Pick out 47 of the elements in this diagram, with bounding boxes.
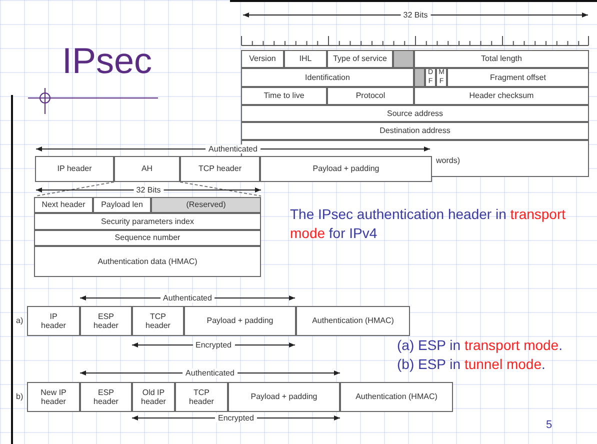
range-label: Authenticated xyxy=(182,368,238,378)
figure-caption: The IPsec authentication header in transport mode for IPv4 xyxy=(290,205,567,243)
packet-field: Total length xyxy=(414,50,589,68)
range-label: Authenticated xyxy=(206,144,260,154)
page-number: 5 xyxy=(546,419,552,431)
packet-field: Protocol xyxy=(327,87,414,105)
packet-field: (Reserved) xyxy=(151,197,261,213)
packet-field: Sequence number xyxy=(34,230,261,246)
packet-field: ESP header xyxy=(80,382,132,412)
packet-field: Destination address xyxy=(241,122,589,140)
packet-field: Type of service xyxy=(327,50,393,68)
packet-field: Version xyxy=(241,50,284,68)
packet-field: Security parameters index xyxy=(34,213,261,230)
packet-field: Authentication data (HMAC) xyxy=(34,246,261,277)
packet-field: Header checksum xyxy=(414,87,589,105)
packet-field: Fragment offset xyxy=(447,68,589,87)
figure-caption: (a) ESP in transport mode. xyxy=(397,336,562,355)
packet-field: Payload + padding xyxy=(184,306,296,336)
range-label: 32 Bits xyxy=(133,186,164,194)
packet-field: TCP header xyxy=(132,306,184,336)
range-label: Encrypted xyxy=(192,340,235,350)
packet-field: Next header xyxy=(34,197,93,213)
field-text: words) xyxy=(436,156,460,165)
packet-field: Payload + padding xyxy=(260,156,432,182)
packet-field: Payload len xyxy=(93,197,151,213)
range-label: 32 Bits xyxy=(400,10,431,20)
packet-field: ESP header xyxy=(80,306,132,336)
packet-field: TCP header xyxy=(175,382,228,412)
packet-field: Identification xyxy=(241,68,414,87)
packet-field: Time to live xyxy=(241,87,327,105)
panel-label: a) xyxy=(16,316,24,325)
packet-field: Authentication (HMAC) xyxy=(340,382,453,412)
packet-field: AH xyxy=(114,156,180,182)
packet-field: Authentication (HMAC) xyxy=(296,306,410,336)
figure-caption: (b) ESP in tunnel mode. xyxy=(397,355,546,374)
packet-field: IP header xyxy=(27,306,80,336)
packet-field: Payload + padding xyxy=(228,382,340,412)
packet-field: Source address xyxy=(241,105,589,122)
panel-label: b) xyxy=(16,392,24,401)
packet-field: TCP header xyxy=(180,156,260,182)
slide-title: IPsec xyxy=(62,40,152,82)
packet-field: IP header xyxy=(35,156,114,182)
range-label: Encrypted xyxy=(214,414,258,422)
packet-field: IHL xyxy=(284,50,327,68)
range-label: Authenticated xyxy=(160,294,215,302)
packet-field: New IP header xyxy=(27,382,80,412)
packet-field: Old IP header xyxy=(132,382,175,412)
